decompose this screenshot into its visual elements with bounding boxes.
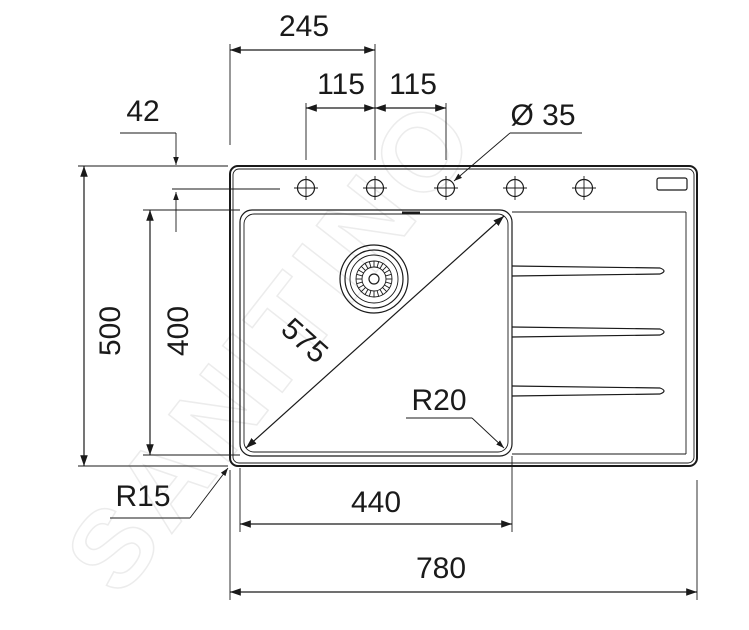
dimension-780: 780 (229, 470, 698, 600)
dimension-label: R15 (115, 480, 170, 513)
dimension-r15: R15 (110, 467, 229, 519)
dimension-500: 500 (78, 165, 228, 467)
tap-holes (294, 176, 596, 200)
dimension-label: 245 (279, 10, 329, 43)
dimension-115-right: 115 (375, 68, 446, 112)
tap-hole (503, 176, 527, 200)
drainboard (511, 211, 687, 455)
dimension-label: Ø 35 (510, 99, 575, 132)
overflow-slot (656, 177, 688, 191)
sink-bowl (239, 209, 513, 457)
dimension-label: 115 (317, 68, 365, 101)
sink-outline (229, 165, 698, 467)
dimension-400: 400 (143, 209, 240, 456)
dimension-r20: R20 (406, 384, 505, 449)
dimension-label: 500 (94, 306, 127, 356)
dimension-115-left: 115 (305, 68, 447, 160)
dimension-245: 245 (229, 10, 376, 160)
tap-hole (434, 176, 458, 200)
dimension-label: 440 (351, 486, 401, 519)
dimension-label: 42 (126, 95, 159, 128)
dimension-label: 780 (416, 552, 466, 585)
dimension-label: 400 (162, 306, 195, 356)
tap-hole (363, 176, 387, 200)
dimension-label: 115 (389, 68, 437, 101)
tap-hole (294, 176, 318, 200)
dimension-label: R20 (411, 384, 466, 417)
dimension-440: 440 (239, 456, 513, 532)
dimension-42: 42 (120, 95, 280, 232)
tap-hole (572, 176, 596, 200)
dimension-diameter: Ø 35 (453, 99, 582, 182)
